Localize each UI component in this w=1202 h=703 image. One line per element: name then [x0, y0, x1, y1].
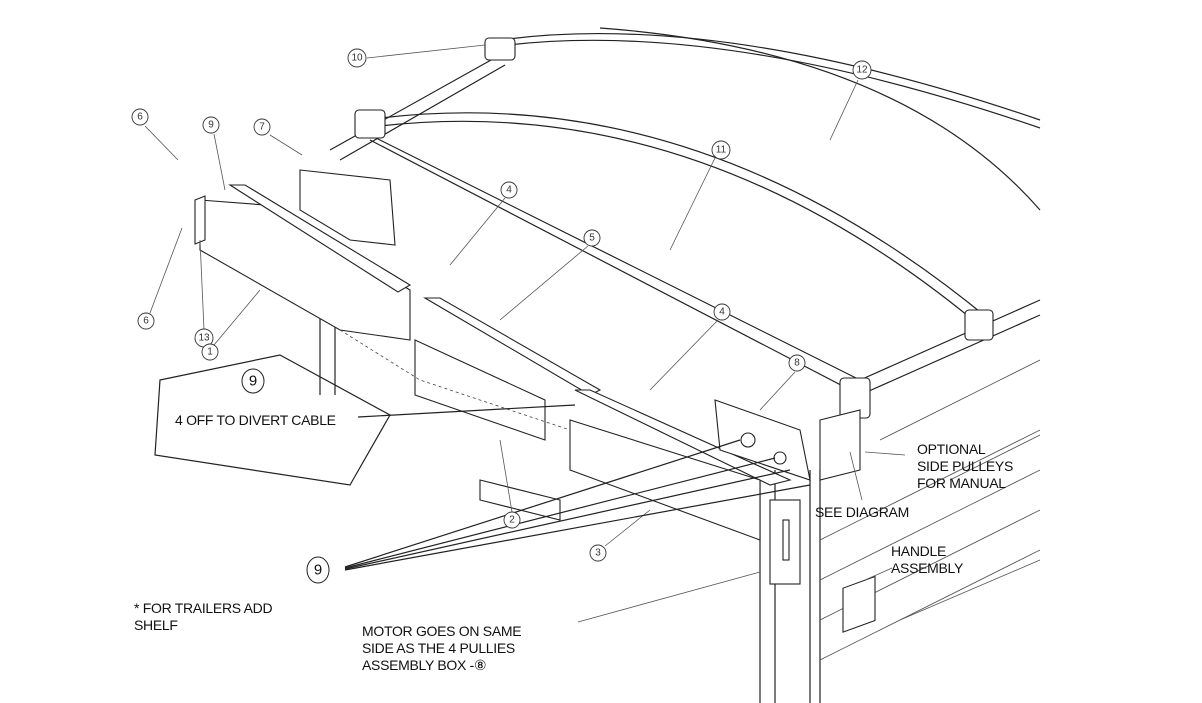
svg-text:6: 6 [137, 112, 143, 123]
svg-text:1: 1 [207, 347, 213, 358]
callout-9-large: 9 [306, 556, 330, 584]
callout-4: 4 [713, 303, 731, 321]
svg-text:12: 12 [856, 65, 868, 76]
svg-text:10: 10 [351, 53, 363, 64]
svg-text:4: 4 [506, 185, 512, 196]
svg-text:7: 7 [259, 122, 265, 133]
divert-cable-note: 4 OFF TO DIVERT CABLE [175, 412, 336, 428]
leader-lines [144, 44, 906, 623]
svg-text:5: 5 [589, 233, 595, 244]
svg-text:9: 9 [208, 120, 214, 131]
handle-assembly-note: HANDLE ASSEMBLY [891, 543, 964, 576]
svg-text:9: 9 [314, 562, 322, 579]
callout-2: 2 [503, 511, 521, 529]
see-diagram-note: SEE DIAGRAM [815, 504, 909, 520]
callout-11: 11 [711, 140, 731, 160]
callout-12: 12 [852, 60, 872, 80]
divert-cable-note-box [154, 354, 391, 486]
rails-and-channels [194, 169, 861, 541]
svg-text:2: 2 [509, 515, 515, 526]
optional-pulleys-note: OPTIONAL SIDE PULLEYS FOR MANUAL [917, 441, 1013, 491]
callout-8: 8 [788, 354, 806, 372]
svg-text:11: 11 [716, 145, 727, 156]
svg-text:6: 6 [143, 316, 149, 327]
bow-brackets [354, 37, 994, 419]
tarp-roof [329, 27, 1041, 396]
svg-text:8: 8 [794, 358, 800, 369]
trailers-shelf-note: * FOR TRAILERS ADD SHELF [134, 600, 273, 633]
callout-1: 1 [201, 343, 219, 361]
svg-text:4: 4 [719, 307, 725, 318]
callout-9: 9 [202, 116, 220, 134]
svg-text:13: 13 [198, 333, 210, 344]
svg-text:3: 3 [595, 548, 601, 559]
svg-text:9: 9 [249, 373, 257, 390]
motor-note: MOTOR GOES ON SAME SIDE AS THE 4 PULLIES… [362, 623, 522, 673]
callout-7: 7 [253, 118, 271, 136]
callout-9-note: 9 [241, 368, 265, 394]
callout-6: 6 [131, 108, 149, 126]
callout-6: 6 [137, 312, 155, 330]
callout-4: 4 [500, 181, 518, 199]
callout-5: 5 [583, 229, 601, 247]
trailer-body [319, 300, 1041, 703]
callout-10: 10 [347, 48, 367, 68]
callout-3: 3 [589, 544, 607, 562]
